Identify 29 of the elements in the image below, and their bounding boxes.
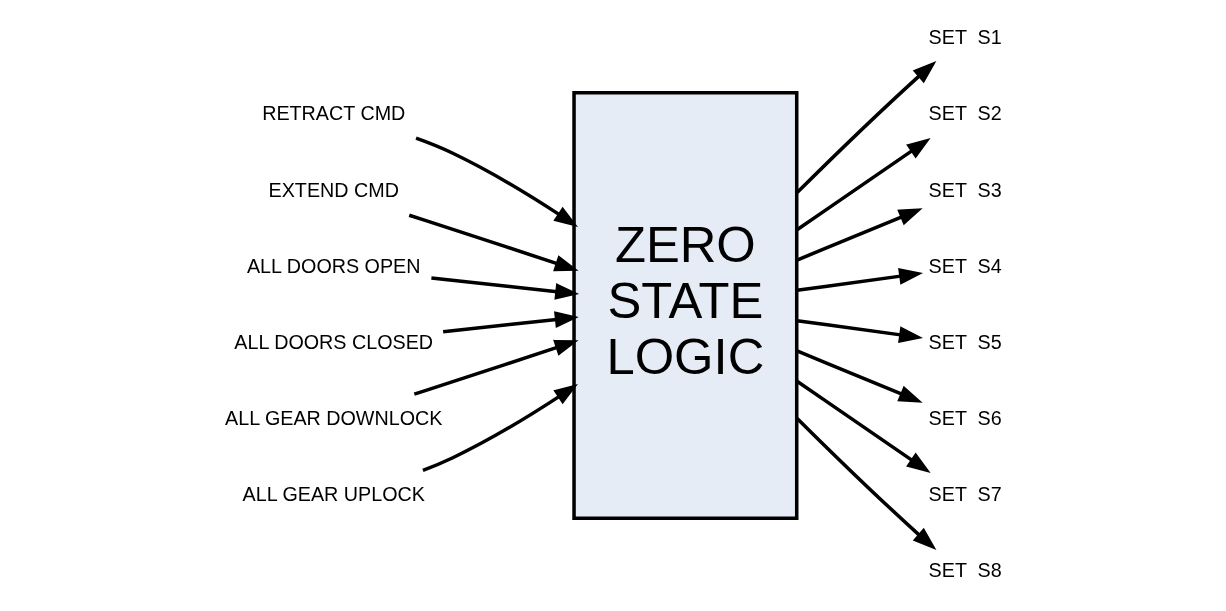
node-text: ALL DOORS CLOSED: [233, 330, 433, 353]
arrow: [795, 137, 931, 232]
node-box: ZERO STATE LOGIC: [571, 90, 798, 521]
node-text: SET S8: [928, 559, 1002, 582]
arrow: [442, 311, 579, 334]
node-text: RETRACT CMD: [261, 102, 405, 125]
node-text: SET S1: [928, 26, 1002, 49]
node-text: SET S7: [928, 482, 1002, 505]
node-text: ALL GEAR DOWNLOCK: [224, 406, 442, 429]
arrow: [414, 136, 578, 227]
arrow: [421, 384, 578, 472]
arrow: [408, 213, 579, 272]
node-text: SET S2: [928, 102, 1002, 125]
arrow: [795, 379, 931, 474]
arrow: [795, 61, 936, 194]
arrow: [795, 349, 923, 403]
node-text: EXTEND CMD: [268, 178, 399, 201]
arrow: [795, 417, 936, 550]
arrow: [430, 276, 579, 300]
arrow: [796, 268, 923, 293]
arrow: [795, 208, 923, 262]
node-text: ALL DOORS OPEN: [246, 254, 420, 277]
node-text: SET S6: [928, 406, 1002, 429]
node-text: SET S5: [928, 330, 1002, 353]
arrow: [413, 339, 579, 396]
node-text: SET S3: [928, 178, 1002, 201]
node-text: SET S4: [928, 254, 1002, 277]
node-text: ALL GEAR UPLOCK: [242, 482, 425, 505]
arrow: [796, 318, 923, 343]
